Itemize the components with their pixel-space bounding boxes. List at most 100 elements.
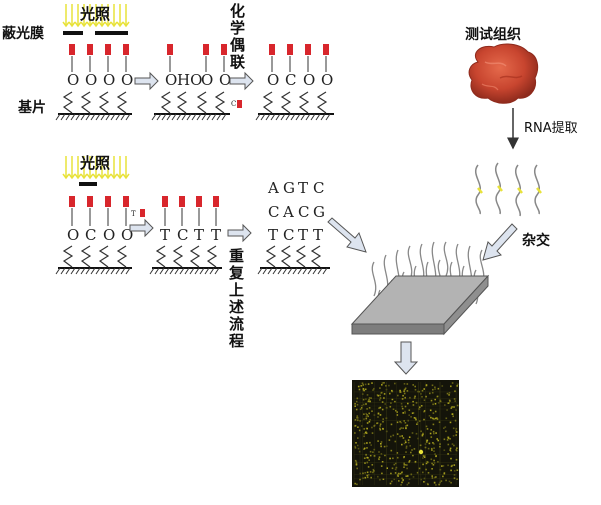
protecting-group xyxy=(87,196,93,207)
vertical-label-char: 化 xyxy=(230,2,245,20)
protecting-group xyxy=(269,44,275,55)
light-rays-1 xyxy=(62,4,130,28)
protecting-group xyxy=(305,44,311,55)
vertical-label-char: 学 xyxy=(230,19,245,37)
light-label-2: 光照 xyxy=(79,154,110,172)
base-letter: O xyxy=(165,71,177,89)
base-letter: HO xyxy=(177,71,202,89)
protecting-group xyxy=(196,196,202,207)
vertical-label-char: 偶 xyxy=(230,36,245,54)
base-letter: C xyxy=(313,179,324,197)
base-letter: O xyxy=(67,71,79,89)
reagent-c: C xyxy=(231,100,242,108)
base-letter: T xyxy=(313,226,323,244)
protecting-group xyxy=(203,44,209,55)
protecting-group xyxy=(123,196,129,207)
base-letter: C xyxy=(268,203,279,221)
process-arrow-3 xyxy=(129,218,154,238)
protecting-group xyxy=(105,44,111,55)
protecting-group xyxy=(287,44,293,55)
base-letter: O xyxy=(103,226,115,244)
vertical-label-char: 流 xyxy=(229,315,244,333)
final-substrate xyxy=(257,245,330,275)
base-letter: O xyxy=(103,71,115,89)
vertical-label-char: 联 xyxy=(230,53,246,71)
process-arrow-1 xyxy=(134,71,159,91)
protecting-group xyxy=(213,196,219,207)
base-letter: T xyxy=(268,226,278,244)
vertical-label-char: 重 xyxy=(229,247,244,265)
reagent-t: T xyxy=(131,209,145,218)
protecting-group xyxy=(221,44,227,55)
hybridization-label: 杂交 xyxy=(522,232,550,249)
base-letter: O xyxy=(303,71,315,89)
test-tissue-label: 测试组织 xyxy=(465,26,521,43)
probe-strand xyxy=(407,245,413,281)
rna-strands xyxy=(475,162,542,217)
base-letter: T xyxy=(298,179,308,197)
reagent-c-block xyxy=(237,100,242,108)
base-letter: O xyxy=(121,71,133,89)
base-letter: O xyxy=(321,71,333,89)
process-arrow-4 xyxy=(227,223,252,243)
mask-label: 蔽光膜 xyxy=(2,25,44,42)
probe-strand xyxy=(443,241,449,277)
base-letter: A xyxy=(282,203,294,221)
base-letter: O xyxy=(85,71,97,89)
vertical-label-char: 复 xyxy=(228,264,245,282)
reagent-t-label: T xyxy=(131,210,136,218)
base-letter: G xyxy=(283,179,295,197)
arrow-seq-to-chip xyxy=(327,217,367,253)
base-letter: C xyxy=(283,226,294,244)
protecting-group xyxy=(87,44,93,55)
vertical-label-char: 上 xyxy=(229,281,244,299)
probe-strand xyxy=(371,261,377,297)
base-letter: O xyxy=(201,71,213,89)
reagent-t-block xyxy=(140,209,145,217)
tissue-sample xyxy=(468,43,539,104)
base-letter: T xyxy=(160,226,170,244)
base-letter: O xyxy=(67,226,79,244)
vertical-label-char: 程 xyxy=(229,332,244,350)
protecting-group xyxy=(69,196,75,207)
base-letter: C xyxy=(298,203,309,221)
microarray-chip xyxy=(350,274,490,336)
base-letter: A xyxy=(267,179,279,197)
base-letter: C xyxy=(285,71,296,89)
base-letter: O xyxy=(267,71,279,89)
protecting-group xyxy=(179,196,185,207)
protecting-group xyxy=(167,44,173,55)
protecting-group xyxy=(162,196,168,207)
reagent-c-label: C xyxy=(231,100,236,108)
arrow-rna-to-chip xyxy=(482,223,518,261)
scan-result-image xyxy=(352,380,459,487)
protecting-group xyxy=(69,44,75,55)
vertical-label-char: 述 xyxy=(229,298,244,316)
base-letter: C xyxy=(85,226,96,244)
arrow-to-scan xyxy=(393,341,419,375)
rna-extraction-label: RNA提取 xyxy=(524,120,578,136)
base-letter: T xyxy=(298,226,308,244)
protecting-group xyxy=(105,196,111,207)
base-letter: O xyxy=(219,71,231,89)
protecting-group xyxy=(323,44,329,55)
base-letter: C xyxy=(177,226,188,244)
base-letter: G xyxy=(313,203,325,221)
substrate-label: 基片 xyxy=(18,99,46,116)
base-letter: T xyxy=(194,226,204,244)
light-rays-2 xyxy=(62,156,130,180)
light-label-1: 光照 xyxy=(79,5,110,23)
base-letter: T xyxy=(211,226,221,244)
process-arrow-2 xyxy=(229,71,254,91)
protecting-group xyxy=(123,44,129,55)
